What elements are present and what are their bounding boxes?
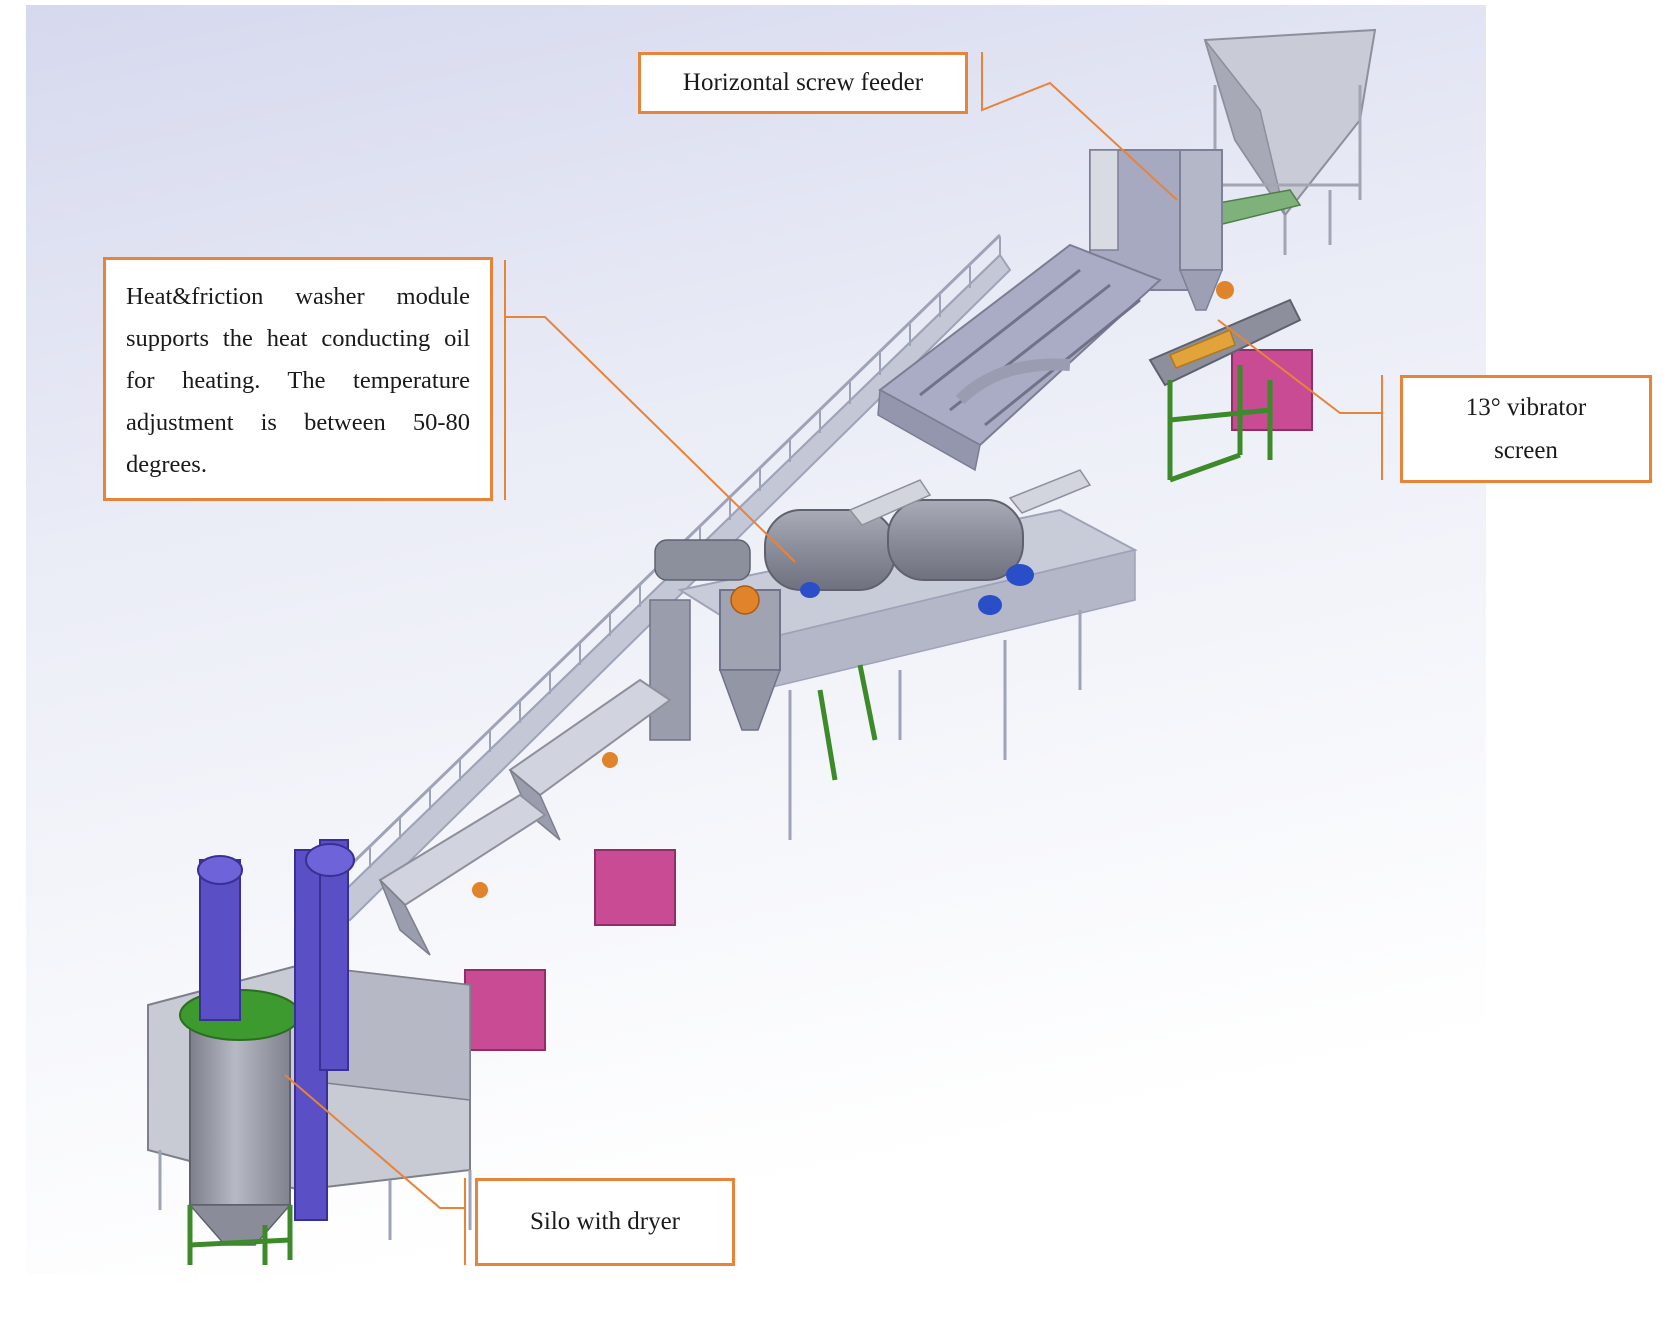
callout-screw-feeder-text: Horizontal screw feeder xyxy=(682,69,924,96)
vibrator-screen xyxy=(1148,281,1313,483)
callout-vibrator-text-line1: 13° vibrator xyxy=(1465,394,1587,421)
callout-washer-text: Heat&friction washer module supports the… xyxy=(126,283,470,478)
callout-silo-with-dryer: Silo with dryer xyxy=(475,1178,735,1266)
callout-vibrator-text-line2: screen xyxy=(1494,437,1558,464)
callout-horizontal-screw-feeder: Horizontal screw feeder xyxy=(638,52,968,114)
heat-friction-washer-module xyxy=(649,469,1138,840)
silo-with-dryer xyxy=(147,839,472,1265)
callout-heat-friction-washer: Heat&friction washer module supports the… xyxy=(103,257,493,501)
callout-silo-text: Silo with dryer xyxy=(530,1208,680,1235)
feed-hopper xyxy=(1203,28,1377,255)
leader-lines xyxy=(284,52,1383,1265)
middle-washing-tanks xyxy=(378,678,676,1051)
callout-vibrator-screen: 13° vibrator screen xyxy=(1400,375,1652,483)
upper-washing-tanks xyxy=(877,243,1162,472)
screw-feeder xyxy=(1089,149,1302,311)
